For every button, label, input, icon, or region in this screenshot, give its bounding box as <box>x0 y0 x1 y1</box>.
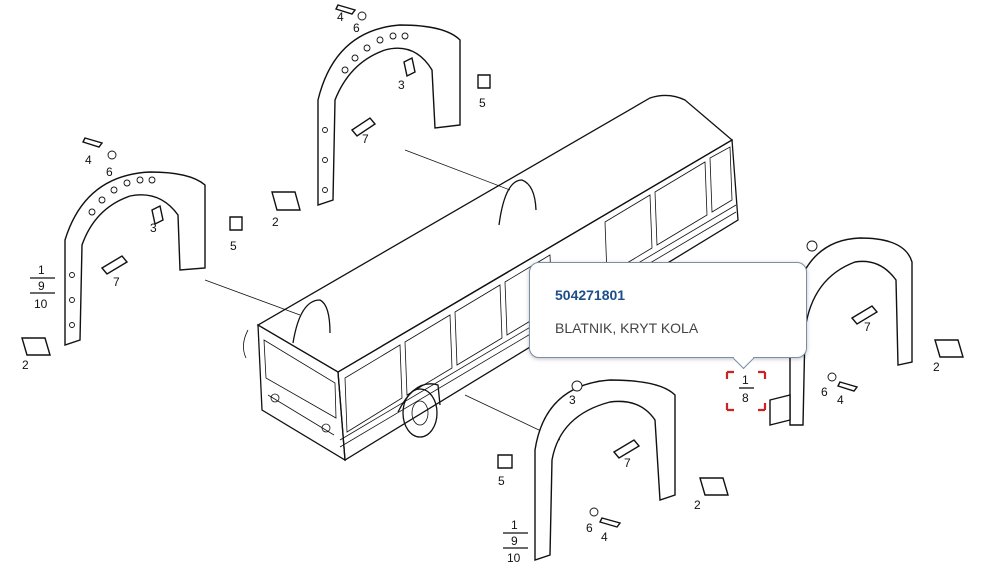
callout-2: 2 <box>272 215 279 229</box>
screw-icon <box>850 305 879 325</box>
callout-6: 6 <box>821 385 828 399</box>
fender-bolt-holes <box>69 176 156 328</box>
bolt-icon <box>598 517 622 528</box>
callout-2: 2 <box>933 360 940 374</box>
callout-7: 7 <box>362 132 369 146</box>
callout-1: 1 <box>511 518 518 532</box>
screw-icon <box>612 439 641 459</box>
callout-6: 6 <box>106 165 113 179</box>
callout-3: 3 <box>398 78 405 92</box>
callout-4: 4 <box>85 153 92 167</box>
callout-2: 2 <box>694 498 701 512</box>
callout-6: 6 <box>353 21 360 35</box>
callout-3: 3 <box>569 393 576 407</box>
callout-3: 3 <box>150 221 157 235</box>
nut-icon <box>806 240 818 252</box>
clip-icon <box>477 74 491 89</box>
callout-9: 9 <box>38 279 45 293</box>
callout-10: 10 <box>507 551 521 565</box>
block-icon <box>934 339 964 358</box>
part-tooltip: 504271801 BLATNIK, KRYT KOLA <box>529 262 807 370</box>
tooltip-part-number: 504271801 <box>555 287 626 303</box>
callout-7: 7 <box>864 320 871 334</box>
clip-icon <box>497 454 513 469</box>
callout-5: 5 <box>498 474 505 488</box>
fender-bolt-holes <box>322 32 409 193</box>
callout-8: 8 <box>742 391 749 405</box>
block-icon <box>271 191 301 211</box>
washer-icon <box>357 11 367 21</box>
bolt-icon <box>335 4 357 15</box>
screw-icon <box>350 117 377 137</box>
callout-5: 5 <box>479 96 486 110</box>
washer-icon <box>827 372 837 382</box>
block-icon <box>699 477 729 496</box>
washer-icon <box>107 150 117 160</box>
callout-4: 4 <box>837 393 844 407</box>
callout-9: 9 <box>511 534 518 548</box>
fender-assembly-bottom <box>497 379 729 561</box>
callout-4: 4 <box>337 10 344 24</box>
block-icon <box>21 337 51 356</box>
callout-labels: 4 6 3 5 7 2 4 6 3 5 7 1 9 10 2 7 2 6 4 1… <box>22 10 940 565</box>
tooltip-description: BLATNIK, KRYT KOLA <box>555 320 699 336</box>
selection-marker[interactable] <box>725 370 767 412</box>
callout-7: 7 <box>624 456 631 470</box>
clip-icon <box>229 216 243 231</box>
nut-icon <box>403 56 416 78</box>
nut-icon <box>571 380 583 392</box>
screw-icon <box>100 255 129 275</box>
callout-1: 1 <box>742 373 749 387</box>
nut-icon <box>151 204 164 226</box>
bolt-icon <box>837 381 859 392</box>
callout-5: 5 <box>230 239 237 253</box>
callout-2: 2 <box>22 358 29 372</box>
callout-10: 10 <box>34 297 48 311</box>
fender-assembly-right <box>769 237 964 426</box>
fender-assembly-top <box>271 4 491 211</box>
callout-7: 7 <box>113 275 120 289</box>
callout-6: 6 <box>586 521 593 535</box>
callout-4: 4 <box>601 530 608 544</box>
fender-assembly-left <box>21 137 243 356</box>
callout-1: 1 <box>38 263 45 277</box>
washer-icon <box>589 507 599 517</box>
bolt-icon <box>82 137 104 148</box>
